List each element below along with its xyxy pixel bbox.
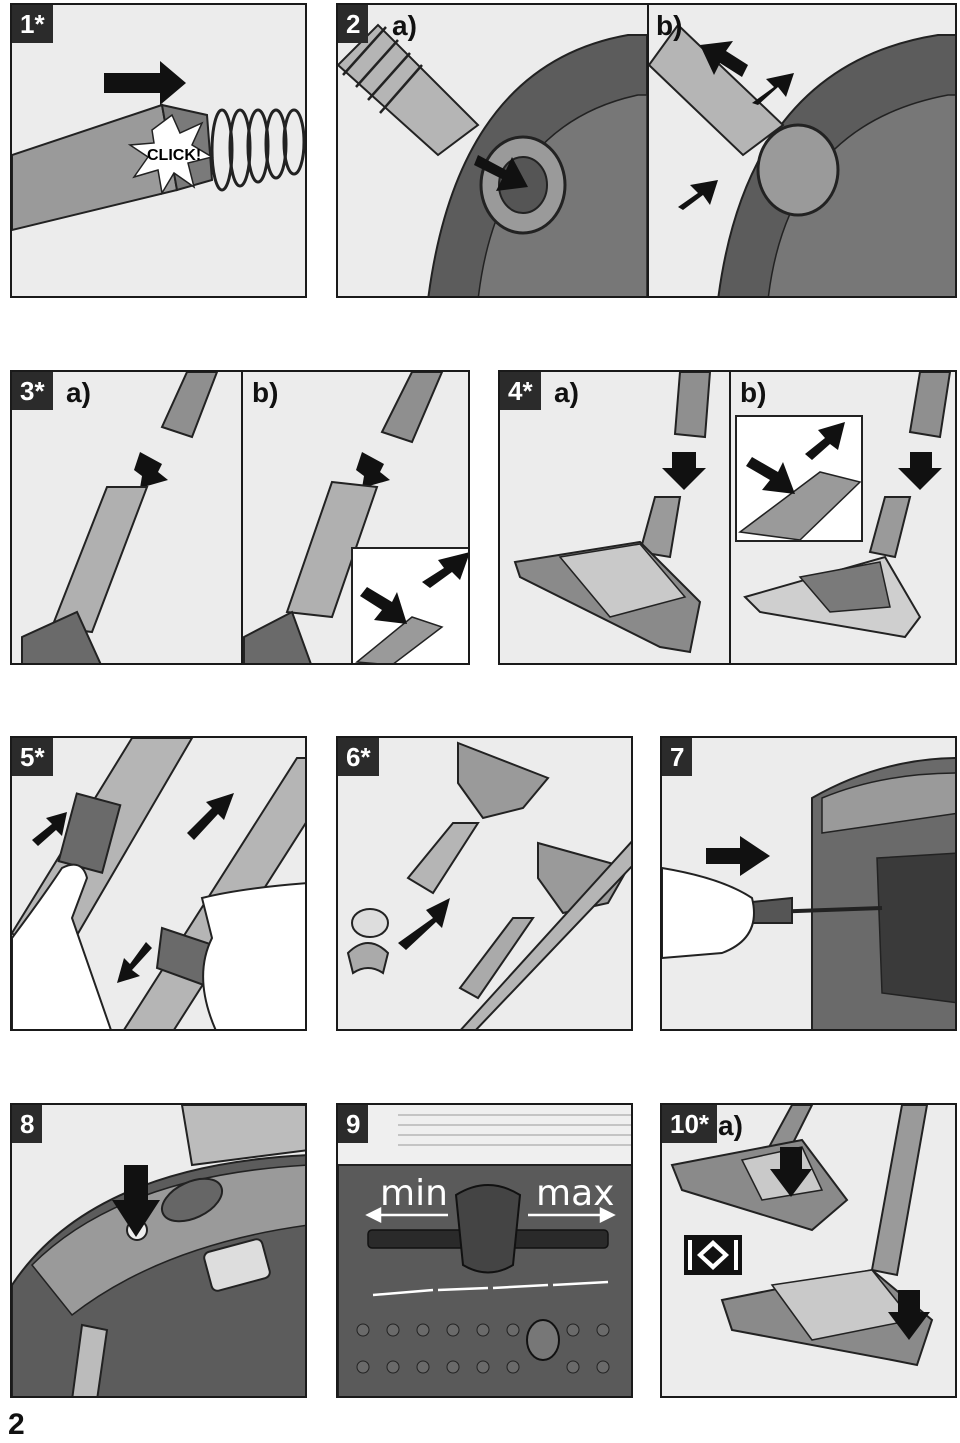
substep-b: b) (656, 10, 683, 41)
substep-a: a) (392, 10, 417, 41)
step-badge: 1* (12, 5, 53, 43)
step-badge: 9 (338, 1105, 369, 1143)
illustration-floor-nozzle (513, 372, 952, 654)
illustration-tube-connect (21, 372, 468, 663)
panel-1: 1* CLICK! (10, 3, 307, 298)
panel-3: 3* a) b) (10, 370, 470, 665)
panel-5: 5* (10, 736, 307, 1031)
panel-4: 4* a) b) (498, 370, 957, 665)
illustration-power-regulator (338, 1105, 631, 1396)
step-badge: 2 (338, 5, 369, 43)
step-badge: 4* (500, 372, 541, 410)
max-label: max (536, 1173, 615, 1214)
illustration-nozzle-switch (670, 1105, 934, 1367)
step-badge: 10* (662, 1105, 718, 1143)
panel-7: 7 (660, 736, 957, 1031)
min-label: min (380, 1173, 448, 1214)
panel-8: 8 (10, 1103, 307, 1398)
panel-divider (729, 372, 731, 663)
step-badge: 8 (12, 1105, 43, 1143)
illustration-power-switch (12, 1105, 305, 1396)
step-badge: 3* (12, 372, 53, 410)
panel-divider (647, 5, 649, 296)
substep-b: b) (740, 377, 767, 408)
illustration-telescopic-tube (12, 738, 305, 1029)
step-badge: 6* (338, 738, 379, 776)
illustration-cord-pull (662, 757, 955, 1029)
substep-a: a) (66, 377, 91, 408)
page-number: 2 (8, 1408, 25, 1441)
illustration-hose-click: CLICK! (12, 61, 305, 232)
illustration-accessory-holder (346, 741, 631, 1029)
panel-9: 9 min max (336, 1103, 633, 1398)
step-badge: 7 (662, 738, 693, 776)
click-label: CLICK! (147, 147, 201, 164)
substep-b: b) (252, 377, 279, 408)
panel-6: 6* (336, 736, 633, 1031)
substep-a: a) (718, 1110, 743, 1141)
illustration-hose-insert (338, 23, 955, 296)
step-badge: 5* (12, 738, 53, 776)
panel-10: 10* a) (660, 1103, 957, 1398)
substep-a: a) (554, 377, 579, 408)
panel-divider (241, 372, 243, 663)
panel-2: 2 a) b) (336, 3, 957, 298)
